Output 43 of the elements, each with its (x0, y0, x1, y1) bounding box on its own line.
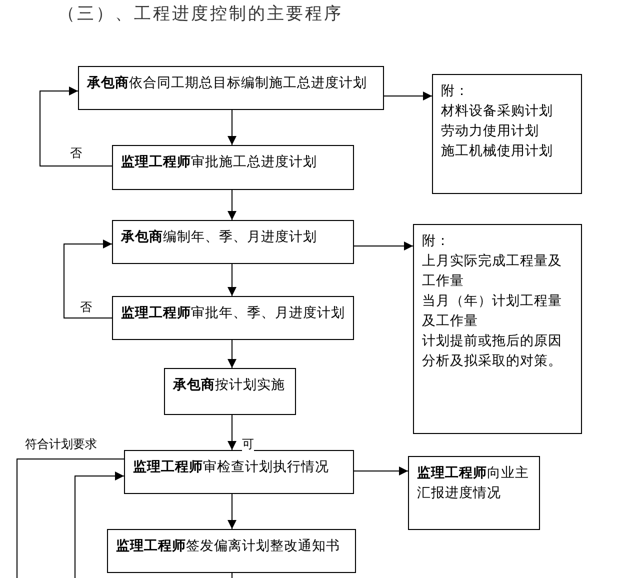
box-text: 监理工程师审检查计划执行情况 (133, 458, 330, 477)
diagram-title: （三）、工程进度控制的主要程序 (58, 3, 343, 25)
box-text: 承包商依合同工期总目标编制施工总进度计划 (87, 74, 368, 93)
box-text: 承包商编制年、季、月进度计划 (121, 228, 318, 247)
box-text: 监理工程师审批年、季、月进度计划 (121, 304, 345, 323)
arrow (64, 240, 112, 318)
edge-label: 可 (242, 437, 254, 451)
box-text: 计划提前或拖后的原因分析及拟采取的对策。 (422, 332, 563, 371)
process-box (164, 368, 296, 415)
arrow (74, 472, 124, 578)
box-text: 施工机械使用计划 (441, 142, 554, 161)
edge-label: 否 (80, 300, 92, 314)
box-text: 劳动力使用计划 (441, 122, 540, 141)
box-text: 监理工程师签发偏离计划整改通知书 (116, 537, 341, 556)
box-text: 当月（年）计划工程量及工作量 (422, 292, 563, 331)
arrow (354, 242, 414, 250)
process-box (408, 456, 540, 530)
arrow (228, 494, 236, 530)
box-text: 材料设备采购计划 (441, 102, 554, 121)
arrow (228, 190, 236, 220)
process-box (112, 296, 354, 340)
arrow (228, 414, 236, 450)
arrow (228, 340, 236, 368)
arrow (228, 264, 236, 296)
box-text: 附： (422, 232, 451, 251)
edge-label: 符合计划要求 (25, 437, 97, 451)
process-box (124, 450, 354, 494)
arrow (384, 92, 432, 100)
process-box (413, 224, 582, 434)
process-box (432, 74, 582, 194)
box-text: 监理工程师向业主汇报进度情况 (417, 464, 530, 503)
process-box (107, 529, 356, 573)
process-box (112, 220, 354, 264)
process-box (78, 66, 384, 110)
box-text: 承包商按计划实施 (173, 376, 286, 395)
arrow (40, 86, 112, 166)
box-text: 附： (441, 82, 470, 101)
box-text: 上月实际完成工程量及工作量 (422, 252, 563, 291)
process-box (112, 145, 354, 190)
arrow (354, 466, 408, 476)
edge-label: 否 (70, 146, 82, 160)
box-text: 监理工程师审批施工总进度计划 (121, 153, 318, 172)
arrow (228, 110, 236, 146)
